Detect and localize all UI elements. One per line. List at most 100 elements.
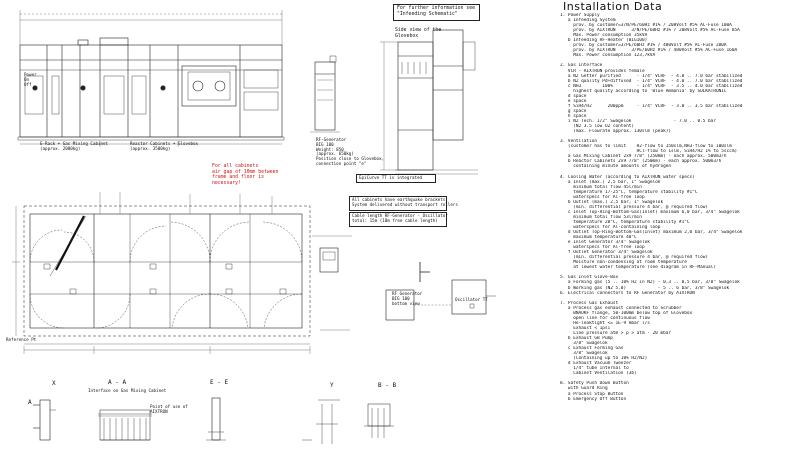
spec-line: b N2 quality Pd+diffused - 1/4" VCRF - 4… xyxy=(560,78,743,84)
marker-y: Y xyxy=(330,382,334,389)
spec-line: b Emergency Off Button xyxy=(560,396,627,402)
spec-line: at lowest water temperature (see diagram… xyxy=(560,265,716,271)
spec-line: temperature 17-25°C, temperature stabili… xyxy=(560,189,698,195)
section-a-a-title: A - A xyxy=(108,379,127,386)
marker-x: X xyxy=(52,380,56,387)
reference-point-label: Reference Pt xyxy=(6,337,37,342)
spec-line: waterspecs for Al-free loop xyxy=(560,245,645,251)
spec-line: (min. differential pressure 4 bar, @ req… xyxy=(560,204,709,210)
spec-line: VCR - AIXTRON provides female xyxy=(560,68,645,74)
spec-line: f Outlet Generator 3/4" Swagelok xyxy=(560,250,653,256)
glovebox-side-view xyxy=(380,29,478,175)
spec-line: highest quality according to 'Blue Ammon… xyxy=(560,88,727,94)
spec-line: containing minute amounts of hydrogen xyxy=(560,164,672,170)
section-b-b xyxy=(364,403,394,438)
info-box: For further information see "Infeeding S… xyxy=(393,4,480,21)
spec-line: a Forming gas (5 .. 10% H2 in N2) - 0,3 … xyxy=(560,280,740,286)
spec-line: temperature 20°C, temperature stability … xyxy=(560,219,690,225)
spec-line: (Containing up to 10% H2/N2) xyxy=(560,356,648,362)
spec-line: 3/8" Swagelok xyxy=(560,341,608,347)
spec-line: g space xyxy=(560,108,587,114)
spec-line: waterspecs for Al-containing loop xyxy=(560,224,661,230)
epicurve-box: EpiCurve TT is integrated xyxy=(356,174,436,183)
spec-line: a Gas Mixing Cabinet 2x9 7/8" (250mm) - … xyxy=(560,154,727,160)
spec-line: a Process gas exhaust connected to Scrub… xyxy=(560,305,682,311)
spec-line: prov. by AIXTRON 3/PE/60Hz #1% / 480Volt… xyxy=(560,48,738,54)
spec-line: HCl-flow to 1slm, SiH4/H2 1% to 5sccm) xyxy=(560,149,738,155)
spec-line: minimum total flow 45l/min xyxy=(560,184,642,190)
spec-line: a Process Stop Button xyxy=(560,391,624,397)
earthquake-box: All cabinets have earthquake brackets Sy… xyxy=(349,196,458,211)
section-e-e xyxy=(206,397,226,441)
spec-line: 8. Safety Push Down Button xyxy=(560,381,629,387)
spec-line: Cabinet Ventilation (3b) xyxy=(560,371,637,377)
spec-line: 5. Gas Inlet Glove-Box xyxy=(560,275,619,281)
installation-data-panel: Installation Data 1. Power Supply a Infe… xyxy=(556,0,800,462)
spec-line: c Exhaust Forming Gas xyxy=(560,346,624,352)
earthquake-note: All cabinets have earthquake brackets Sy… xyxy=(352,197,458,207)
spec-line: b Infeeding RF-Heater (BIG100) xyxy=(560,38,648,44)
spec-line: a Inlet (max.) 2,5 bar, 1" Swagelok xyxy=(560,179,661,185)
spec-line: d Outlet Top-Ring-Bottom-Gas(Inlet) maxi… xyxy=(560,230,743,236)
spec-line: (min. differential pressure 4 bar, @ req… xyxy=(560,255,709,261)
section-markers xyxy=(419,262,430,282)
side-view-title: Side view of the Glovebox xyxy=(395,28,442,39)
power-switch-label: Power On Off xyxy=(24,72,37,87)
gas-mixing-cabinet-label: E-Rack + Gas Mixing Cabinet (approx. 200… xyxy=(40,141,109,151)
spec-line: b Exhaust GB Pump xyxy=(560,336,613,341)
spec-line: prov. by AIXTRON 3/N/PE/60Hz #1% / 208Vo… xyxy=(560,28,740,34)
spec-line: h space xyxy=(560,113,587,119)
spec-line: waterspecs for Al-free loop xyxy=(560,194,645,200)
spec-line: Exhaust < 1psi xyxy=(560,325,611,331)
front-view-elevation xyxy=(17,10,285,147)
section-b-b-title: B - B xyxy=(378,382,397,389)
spec-line: 1. Power Supply xyxy=(560,13,600,18)
epicurve-note: EpiCurve TT is integrated xyxy=(359,175,423,180)
view-y xyxy=(302,399,340,444)
spec-line: Max. Power consumption 35kVA xyxy=(560,33,648,39)
spec-line: e space xyxy=(560,98,587,104)
spec-line: Line pressure atm > p > atm - 20 mbar xyxy=(560,330,672,336)
rf-generator-plan xyxy=(312,235,496,331)
oscillator-label: Oscillator TT xyxy=(455,297,488,302)
spec-line: (customer has to limit H2-flow to 150slm… xyxy=(560,144,732,150)
spec-line: prov. by customer=3/N/PE/60Hz #1% / 208V… xyxy=(560,23,732,29)
section-a-a xyxy=(33,399,152,441)
spec-line: (N2 3.5 low O2 content) xyxy=(560,124,635,130)
spec-line: b Reactor Cabinets 2x9 7/8" (250mm) - ea… xyxy=(560,159,722,165)
spec-line: Moisture non-condensing at room temperat… xyxy=(560,260,687,266)
spec-line: 3. Ventilation xyxy=(560,139,598,145)
spec-line: d Exhaust Vacuum Tweezer xyxy=(560,361,632,367)
spec-line: 6. Electrical connectors to RF Generator… xyxy=(560,290,695,296)
rf-generator-label: RF-Generator BIG 100 Weight: 850 (approx… xyxy=(316,137,385,167)
spec-line: a N2 Getter purified - 1/4" VCRF - 4.0 .… xyxy=(560,73,743,79)
reactor-cabinets-label: Reactor Cabinets + Glovebox (approx. 350… xyxy=(130,141,199,151)
spec-line: open line for continuous flow xyxy=(560,315,650,321)
floor-plan-view xyxy=(12,192,311,354)
spec-line: prov. by customer=3/PE/60Hz #1% / 480Vol… xyxy=(560,43,727,49)
spec-line: 7. Process Gas Exhaust xyxy=(560,300,619,306)
technical-drawing xyxy=(12,10,496,444)
spec-line: b Working gas (N2 5.0) - 5 .. 6 bar, 3/8… xyxy=(560,285,730,291)
spec-line: c NH3 100% - 1/4" VCRF - 3.5 .. 4.0 bar … xyxy=(560,83,743,89)
info-box-text: For further information see "Infeeding S… xyxy=(397,6,475,17)
rf-generator-plan-label: RF Generator BIG 100 bottom view xyxy=(392,291,423,306)
spec-line: maximum temperature 40°C xyxy=(560,235,637,241)
spec-line: with Guard Ring xyxy=(560,386,608,392)
cable-length-note: Cable length RF-Generator - Oscillator t… xyxy=(352,213,448,223)
spec-line: e Inlet Generator 3/4" Swagelok xyxy=(560,240,650,246)
spec-line: a Infeeding System xyxy=(560,18,616,24)
spec-line: He-leaktight <= 1E-9 mbar l/s xyxy=(560,320,650,326)
rf-generator-side-view xyxy=(310,55,340,133)
spec-line: Max. Power consumption 123,7kVA xyxy=(560,53,656,59)
cable-length-box: Cable length RF-Generator - Oscillator t… xyxy=(349,212,448,227)
spec-line: d space xyxy=(560,93,587,99)
marker-a: A xyxy=(28,399,32,406)
section-a-a-subtitle: Interface on Gas Mixing Cabinet xyxy=(88,388,167,393)
spec-line: 4. Cooling Water (according to AIXTRON w… xyxy=(560,174,695,180)
spec-line: 2. Gas Interface xyxy=(560,63,603,69)
spec-line: BNAOKF flange, 50-100mm below top of Glo… xyxy=(560,310,693,316)
air-gap-note: For all cabinets air gap of 10mm between… xyxy=(212,164,279,186)
section-e-e-title: E - E xyxy=(210,379,229,386)
